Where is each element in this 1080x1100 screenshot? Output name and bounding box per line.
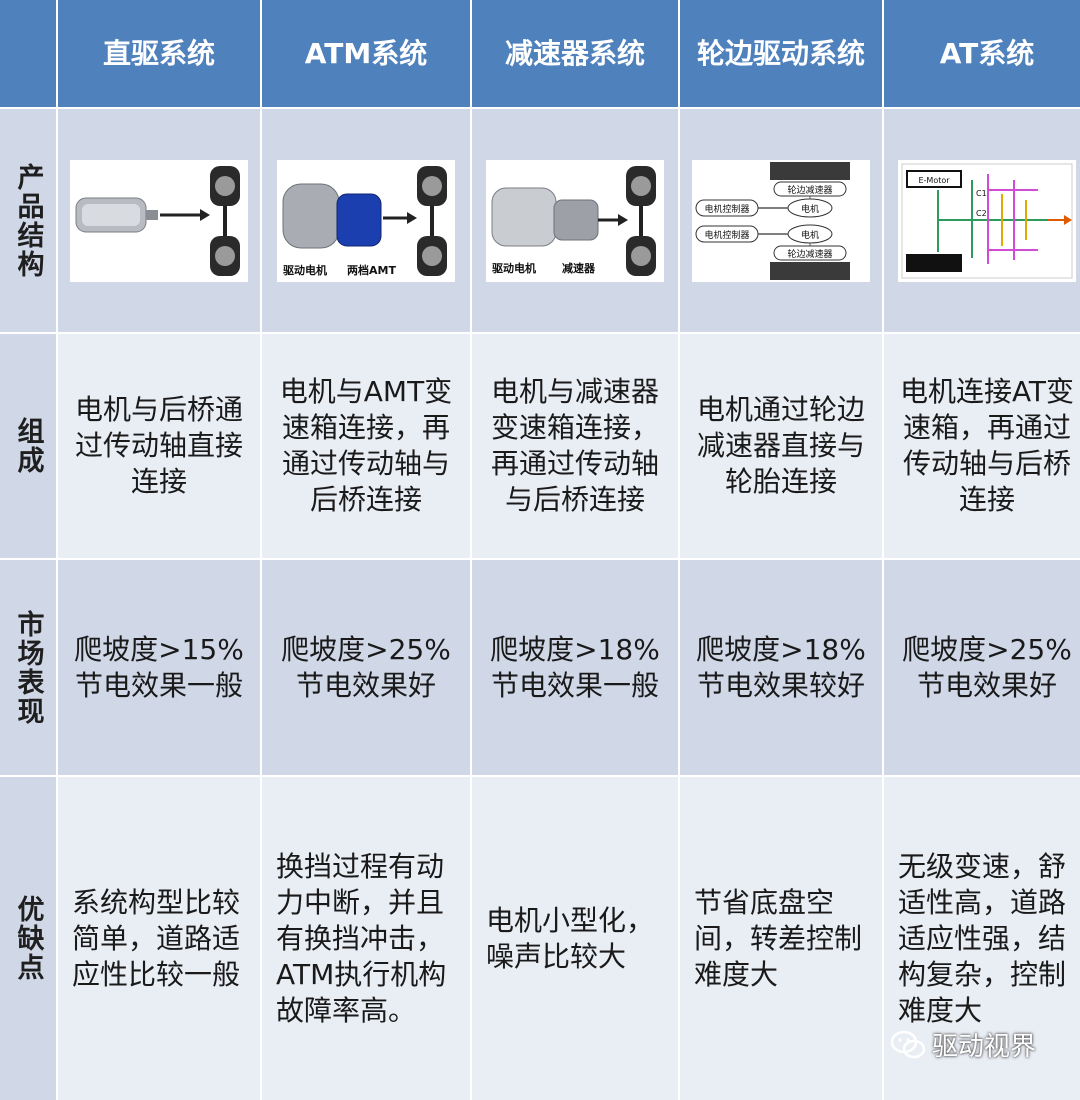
col-header-direct-drive: 直驱系统 <box>58 0 260 107</box>
at-c1-label: C1 <box>976 189 987 198</box>
structure-cell <box>58 109 260 332</box>
pros-cons-cell: 电机小型化，噪声比较大 <box>472 777 678 1100</box>
hub-controller-label-bottom: 电机控制器 <box>704 229 749 241</box>
structure-cell: E-Motor C1 C2 <box>884 109 1080 332</box>
row-header-market: 市场表现 <box>0 560 56 775</box>
at-system-diagram: E-Motor C1 C2 <box>898 159 1076 282</box>
reducer-motor-label: 驱动电机 <box>492 261 536 275</box>
hub-motor-label-bottom: 电机 <box>801 229 819 241</box>
market-cell: 爬坡度>18%节电效果较好 <box>680 560 882 775</box>
market-cell: 爬坡度>25%节电效果好 <box>262 560 470 775</box>
hub-motor-label-top: 电机 <box>801 203 819 215</box>
pros-cons-cell: 换挡过程有动力中断，并且有换挡冲击，ATM执行机构故障率高。 <box>262 777 470 1100</box>
wheel-hub-drive-diagram: 轮边减速器 轮边减速器 电机控制器 电机控制器 电机 电机 <box>692 159 870 282</box>
atm-system-diagram: 驱动电机 两档AMT <box>277 159 455 282</box>
structure-cell: 轮边减速器 轮边减速器 电机控制器 电机控制器 电机 电机 <box>680 109 882 332</box>
pros-cons-cell: 节省底盘空间，转差控制难度大 <box>680 777 882 1100</box>
composition-cell: 电机与减速器变速箱连接，再通过传动轴与后桥连接 <box>472 334 678 558</box>
composition-cell: 电机与后桥通过传动轴直接连接 <box>58 334 260 558</box>
structure-cell: 驱动电机 减速器 <box>472 109 678 332</box>
structure-cell: 驱动电机 两档AMT <box>262 109 470 332</box>
hub-reducer-label-top: 轮边减速器 <box>787 184 832 196</box>
col-header-wheel-drive: 轮边驱动系统 <box>680 0 882 107</box>
pros-cons-cell: 系统构型比较简单，道路适应性比较一般 <box>58 777 260 1100</box>
atm-amt-label: 两档AMT <box>347 263 396 277</box>
col-header-at: AT系统 <box>884 0 1080 107</box>
col-header-atm: ATM系统 <box>262 0 470 107</box>
composition-cell: 电机与AMT变速箱连接，再通过传动轴与后桥连接 <box>262 334 470 558</box>
reducer-system-diagram: 驱动电机 减速器 <box>486 159 664 282</box>
direct-drive-diagram <box>70 159 248 282</box>
hub-controller-label-top: 电机控制器 <box>704 203 749 215</box>
watermark: 驱动视界 <box>890 1026 1036 1063</box>
reducer-label: 减速器 <box>562 261 596 275</box>
at-emotor-label: E-Motor <box>918 176 950 185</box>
market-cell: 爬坡度>18%节电效果一般 <box>472 560 678 775</box>
row-header-structure: 产品结构 <box>0 109 56 332</box>
market-cell: 爬坡度>25%节电效果好 <box>884 560 1080 775</box>
composition-cell: 电机通过轮边减速器直接与轮胎连接 <box>680 334 882 558</box>
market-cell: 爬坡度>15%节电效果一般 <box>58 560 260 775</box>
hub-reducer-label-bottom: 轮边减速器 <box>787 248 832 260</box>
watermark-text: 驱动视界 <box>932 1032 1037 1062</box>
row-header-composition: 组成 <box>0 334 56 558</box>
col-header-reducer: 减速器系统 <box>472 0 678 107</box>
wechat-icon <box>890 1030 926 1058</box>
row-header-pros-cons: 优缺点 <box>0 777 56 1100</box>
at-c2-label: C2 <box>976 209 987 218</box>
pros-cons-cell: 无级变速，舒适性高，道路适应性强，结构复杂，控制难度大 <box>884 777 1080 1100</box>
atm-motor-label: 驱动电机 <box>283 263 327 277</box>
corner-cell <box>0 0 56 107</box>
composition-cell: 电机连接AT变速箱，再通过传动轴与后桥连接 <box>884 334 1080 558</box>
